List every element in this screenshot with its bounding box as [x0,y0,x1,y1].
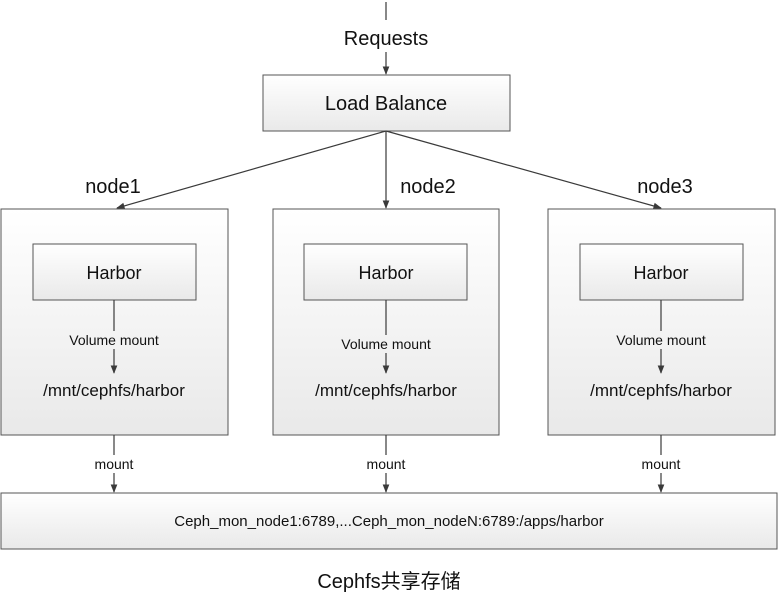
node2-mount-label: mount [367,456,406,472]
node1-label: node1 [85,176,141,198]
node2-volume-label: Volume mount [341,336,431,352]
node2-label: node2 [400,176,456,198]
diagram-caption: Cephfs共享存储 [317,570,460,593]
node3-group: Harbor Volume mount /mnt/cephfs/harbor [547,208,776,436]
load-balancer-label: Load Balance [325,93,447,115]
node3-label: node3 [637,176,693,198]
node1-group: Harbor Volume mount /mnt/cephfs/harbor [0,208,229,436]
node3-path-label: /mnt/cephfs/harbor [590,381,732,400]
load-balancer-box [262,74,511,132]
ceph-storage-box [0,492,778,550]
node2-group: Harbor Volume mount /mnt/cephfs/harbor [272,208,500,436]
ceph-storage-label: Ceph_mon_node1:6789,...Ceph_mon_nodeN:67… [174,513,604,530]
node2-harbor-label: Harbor [358,263,413,283]
node2-harbor-box [303,243,468,301]
lb-to-node1-arrow [116,130,387,210]
node3-volume-label: Volume mount [616,332,706,348]
node3-harbor-box [579,243,744,301]
node1-harbor-box [32,243,197,301]
node1-harbor-label: Harbor [86,263,141,283]
node3-mount-label: mount [642,456,681,472]
node3-harbor-label: Harbor [633,263,688,283]
node2-path-label: /mnt/cephfs/harbor [315,381,457,400]
node1-path-label: /mnt/cephfs/harbor [43,381,185,400]
lb-to-node3-arrow [385,130,662,210]
requests-label: Requests [344,28,429,50]
node1-mount-label: mount [95,456,134,472]
node1-volume-label: Volume mount [69,332,159,348]
